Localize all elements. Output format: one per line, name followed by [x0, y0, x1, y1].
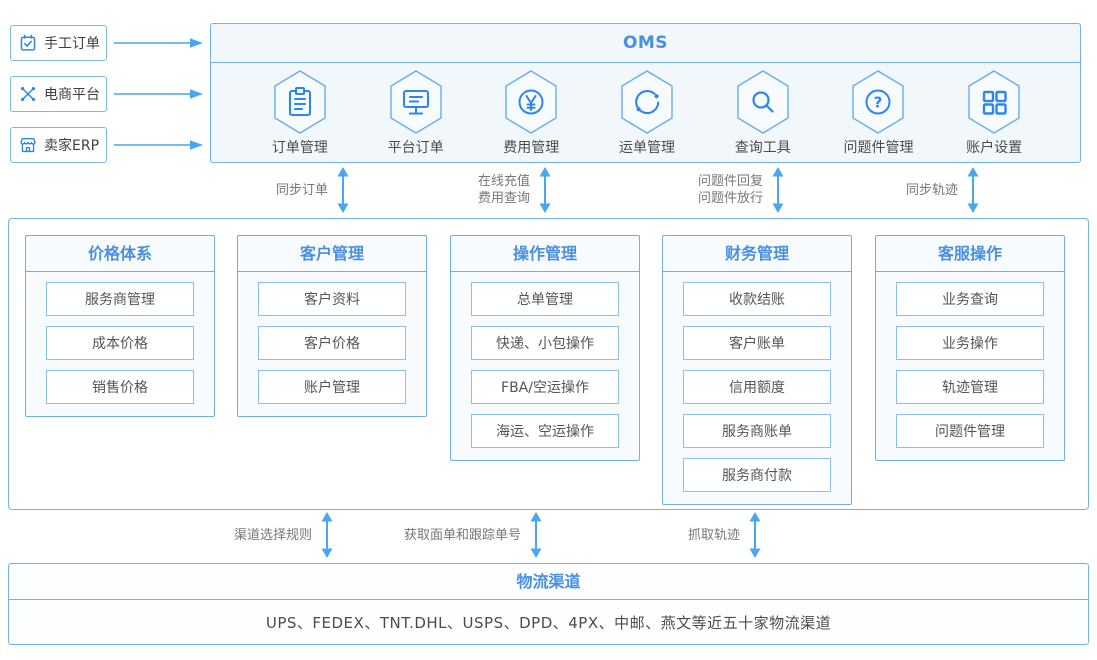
connector-fetch-tracking: 抓取轨迹	[688, 512, 762, 558]
column-item: 客户资料	[258, 282, 406, 316]
column-item: 轨迹管理	[896, 370, 1044, 404]
source-box-ecommerce-platform: 电商平台	[10, 76, 107, 112]
calendar-check-icon	[20, 34, 36, 51]
monitor-icon	[389, 70, 442, 134]
oms-module-row: 订单管理 平台订单	[211, 63, 1080, 157]
source-label: 手工订单	[44, 36, 100, 52]
column-item: 服务商账单	[683, 414, 831, 448]
oms-module-fee-management: 费用管理	[473, 70, 589, 157]
oms-module-order-management: 订单管理	[242, 70, 358, 157]
source-box-seller-erp: 卖家ERP	[10, 127, 107, 163]
source-box-manual-order: 手工订单	[10, 25, 107, 61]
column-item: 问题件管理	[896, 414, 1044, 448]
column-operation-management: 操作管理 总单管理 快递、小包操作 FBA/空运操作 海运、空运操作	[450, 235, 640, 461]
connector-label: 获取面单和跟踪单号	[404, 527, 522, 543]
connector-sync-tracking: 同步轨迹	[906, 167, 980, 213]
connector-label: 渠道选择规则	[234, 527, 313, 543]
column-title: 价格体系	[26, 236, 214, 272]
source-label: 电商平台	[44, 87, 100, 103]
arrow-right-icon	[114, 140, 203, 150]
double-arrow-icon	[967, 167, 979, 213]
logistics-channels-text: UPS、FEDEX、TNT.DHL、USPS、DPD、4PX、中邮、燕文等近五十…	[265, 614, 832, 632]
connector-label: 问题件放行	[698, 191, 764, 206]
yuan-circle-icon	[505, 70, 557, 134]
column-title: 客服操作	[876, 236, 1064, 272]
connector-online-recharge: 在线充值 费用查询	[478, 167, 552, 213]
connector-label: 在线充值	[478, 174, 531, 189]
column-title: 客户管理	[238, 236, 426, 272]
column-title: 财务管理	[663, 236, 851, 272]
source-label: 卖家ERP	[44, 138, 100, 154]
column-item: 快递、小包操作	[471, 326, 619, 360]
oms-title: OMS	[211, 24, 1080, 63]
double-arrow-icon	[749, 512, 761, 558]
column-finance-management: 财务管理 收款结账 客户账单 信用额度 服务商账单 服务商付款	[662, 235, 852, 505]
module-label: 费用管理	[503, 140, 560, 156]
column-item: 服务商付款	[683, 458, 831, 492]
storefront-icon	[20, 138, 36, 153]
search-icon	[737, 70, 789, 134]
arrow-right-icon	[114, 38, 203, 48]
double-arrow-icon	[321, 512, 333, 558]
logistics-panel: 物流渠道 UPS、FEDEX、TNT.DHL、USPS、DPD、4PX、中邮、燕…	[8, 563, 1089, 645]
logistics-title: 物流渠道	[9, 564, 1088, 600]
connector-label: 同步轨迹	[906, 182, 959, 198]
column-item: 客户价格	[258, 326, 406, 360]
column-item: 业务操作	[896, 326, 1044, 360]
oms-module-query-tools: 查询工具	[705, 70, 821, 157]
network-icon	[20, 86, 36, 102]
column-item: 收款结账	[683, 282, 831, 316]
connector-channel-rules: 渠道选择规则	[234, 512, 334, 558]
column-item: 成本价格	[46, 326, 194, 360]
module-label: 平台订单	[387, 140, 444, 156]
sync-icon	[621, 70, 673, 134]
svg-text:?: ?	[874, 94, 883, 112]
grid-icon	[968, 70, 1020, 134]
double-arrow-icon	[539, 167, 551, 213]
arrow-right-icon	[114, 89, 203, 99]
module-label: 问题件管理	[843, 140, 914, 156]
double-arrow-icon	[772, 167, 784, 213]
module-label: 查询工具	[734, 140, 791, 156]
connector-label: 同步订单	[276, 182, 329, 198]
module-label: 账户设置	[966, 140, 1023, 156]
oms-module-problem-parcel-management: ? 问题件管理	[821, 70, 937, 157]
connector-problem-parcel: 问题件回复 问题件放行	[698, 167, 785, 213]
column-item: 业务查询	[896, 282, 1044, 316]
connector-label: 问题件回复	[698, 174, 764, 189]
column-item: 客户账单	[683, 326, 831, 360]
column-item: 信用额度	[683, 370, 831, 404]
column-customer-management: 客户管理 客户资料 客户价格 账户管理	[237, 235, 427, 417]
column-item: 服务商管理	[46, 282, 194, 316]
column-item: 总单管理	[471, 282, 619, 316]
connector-label: 抓取轨迹	[688, 527, 741, 543]
clipboard-icon	[274, 70, 326, 134]
column-customer-service: 客服操作 业务查询 业务操作 轨迹管理 问题件管理	[875, 235, 1065, 461]
double-arrow-icon	[337, 167, 349, 213]
column-item: 海运、空运操作	[471, 414, 619, 448]
oms-module-waybill-management: 运单管理	[589, 70, 705, 157]
question-circle-icon: ?	[852, 70, 905, 134]
oms-module-platform-orders: 平台订单	[358, 70, 474, 157]
oms-panel: OMS 订单管理	[210, 23, 1081, 163]
column-price-system: 价格体系 服务商管理 成本价格 销售价格	[25, 235, 215, 417]
double-arrow-icon	[530, 512, 542, 558]
column-item: 销售价格	[46, 370, 194, 404]
column-title: 操作管理	[451, 236, 639, 272]
oms-module-account-settings: 账户设置	[936, 70, 1052, 157]
module-label: 订单管理	[271, 140, 328, 156]
connector-get-labels-tracking: 获取面单和跟踪单号	[404, 512, 543, 558]
column-item: 账户管理	[258, 370, 406, 404]
column-item: FBA/空运操作	[471, 370, 619, 404]
module-label: 运单管理	[619, 140, 676, 156]
connector-sync-orders: 同步订单	[276, 167, 350, 213]
connector-label: 费用查询	[478, 191, 531, 206]
